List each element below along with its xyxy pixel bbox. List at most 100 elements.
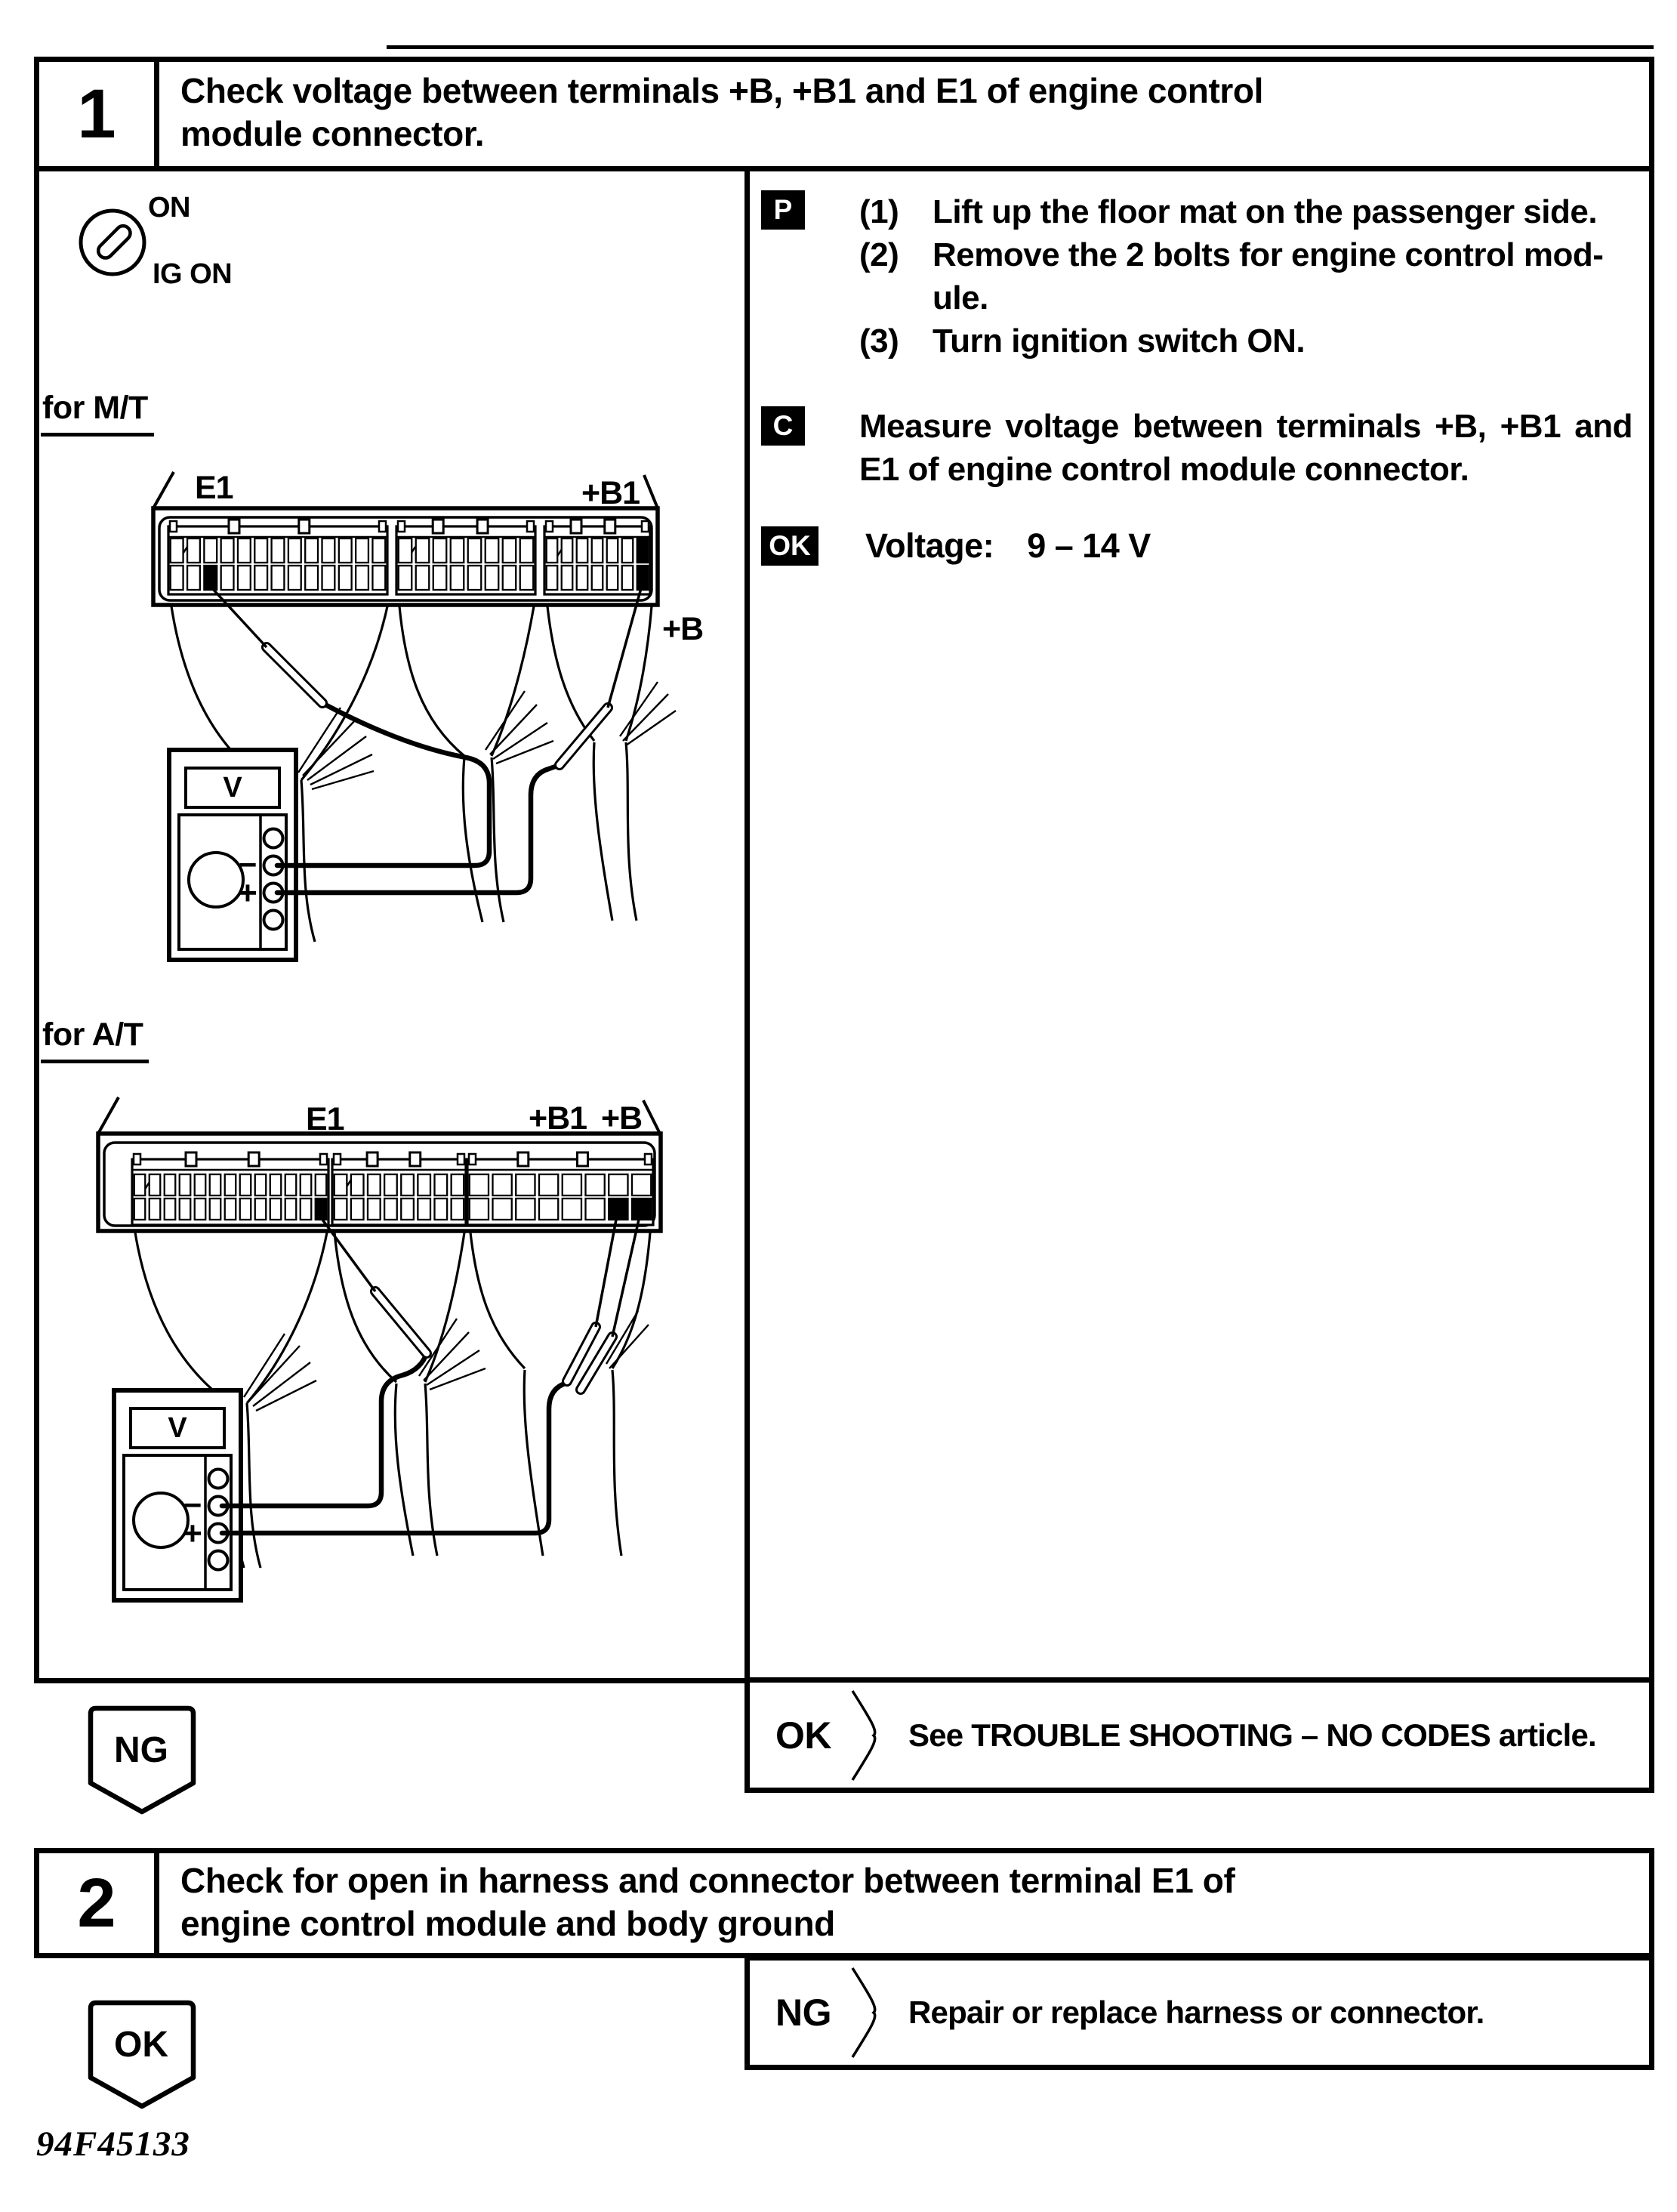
voltmeter-unit-label: V bbox=[168, 1412, 187, 1444]
prepare-badge: P bbox=[761, 190, 805, 230]
terminal-pin bbox=[630, 1173, 652, 1197]
terminal-pin bbox=[575, 564, 589, 591]
terminal-pin bbox=[519, 537, 535, 564]
terminal-pin bbox=[575, 537, 589, 564]
terminal-pin bbox=[223, 1173, 237, 1197]
terminal-pin bbox=[350, 1173, 365, 1197]
terminal-pin bbox=[366, 1173, 381, 1197]
terminal-pin bbox=[492, 1173, 513, 1197]
highlighted-terminal-pin bbox=[203, 564, 218, 591]
terminal-pin bbox=[169, 564, 184, 591]
meter-dial bbox=[187, 851, 245, 909]
highlighted-terminal-pin bbox=[608, 1197, 629, 1221]
voltmeter: V−+ bbox=[112, 1388, 243, 1603]
step-text: Turn ignition switch ON. bbox=[933, 322, 1306, 359]
prepare-step-row: ule. bbox=[859, 276, 1603, 319]
test-lead-wires bbox=[219, 1350, 570, 1536]
terminal-pin bbox=[545, 564, 559, 591]
terminal-pin bbox=[501, 564, 517, 591]
terminal-pin bbox=[560, 537, 574, 564]
step-text: Lift up the floor mat on the passenger s… bbox=[933, 193, 1598, 230]
terminal-pin bbox=[354, 537, 370, 564]
terminal-pin bbox=[415, 537, 430, 564]
terminal-pin bbox=[193, 1197, 207, 1221]
terminal-pin bbox=[284, 1197, 297, 1221]
ecm-connector bbox=[151, 471, 660, 607]
terminal-pin bbox=[561, 1173, 583, 1197]
terminal-pin bbox=[169, 537, 184, 564]
terminal-pin bbox=[163, 1197, 177, 1221]
step2-title-line2: engine control module and body ground bbox=[180, 1904, 835, 1943]
voltmeter-unit-label: V bbox=[223, 772, 242, 804]
terminal-pin bbox=[287, 564, 302, 591]
at-connector-diagram: V−+E1+B1+B bbox=[96, 1097, 663, 1603]
step-num bbox=[859, 276, 933, 319]
terminal-pin bbox=[545, 537, 559, 564]
terminal-pin bbox=[299, 1197, 313, 1221]
terminal-pin bbox=[178, 1197, 192, 1221]
step2-title: Check for open in harness and connector … bbox=[159, 1853, 1649, 1953]
terminal-pin bbox=[193, 1173, 207, 1197]
terminal-pin bbox=[432, 537, 448, 564]
terminal-pin bbox=[433, 1173, 449, 1197]
prepare-step-row: (3) Turn ignition switch ON. bbox=[859, 319, 1603, 362]
terminal-pin bbox=[333, 1173, 348, 1197]
step-num: (2) bbox=[859, 236, 899, 273]
terminal-pin bbox=[584, 1197, 606, 1221]
terminal-pin bbox=[269, 1173, 282, 1197]
terminal-pin bbox=[383, 1197, 398, 1221]
terminal-label-e1: E1 bbox=[195, 470, 233, 506]
ecm-connector bbox=[96, 1097, 663, 1233]
terminal-pin bbox=[467, 564, 482, 591]
terminal-pin bbox=[621, 537, 634, 564]
terminal-label-e1: E1 bbox=[306, 1101, 344, 1137]
terminal-pin bbox=[467, 537, 482, 564]
step1-title-line2: module connector. bbox=[180, 114, 485, 153]
terminal-label-b: +B bbox=[601, 1100, 642, 1137]
terminal-pin bbox=[208, 1173, 222, 1197]
terminal-pin bbox=[338, 564, 353, 591]
terminal-pin bbox=[515, 1197, 536, 1221]
meter-plus-label: + bbox=[238, 875, 257, 912]
terminal-pin bbox=[254, 1197, 267, 1221]
step2-title-box: 2 Check for open in harness and connecto… bbox=[34, 1848, 1654, 1958]
terminal-pin bbox=[590, 537, 604, 564]
highlighted-terminal-pin bbox=[314, 1197, 328, 1221]
at-heading: for A/T bbox=[41, 1017, 150, 1063]
terminal-pin bbox=[354, 564, 370, 591]
ng-arrow: NG bbox=[85, 1705, 199, 1816]
terminal-pin bbox=[304, 537, 319, 564]
test-probe bbox=[562, 1219, 618, 1387]
check-block: C Measure voltage between terminals +B, … bbox=[761, 406, 1633, 491]
step1-column-divider bbox=[744, 171, 750, 1683]
spec-label: Voltage: bbox=[865, 526, 994, 565]
terminal-pin bbox=[148, 1197, 162, 1221]
terminal-pin bbox=[450, 1173, 465, 1197]
terminal-pin bbox=[333, 1197, 348, 1221]
terminal-pin bbox=[519, 564, 535, 591]
terminal-pin bbox=[590, 564, 604, 591]
terminal-pin bbox=[239, 1173, 252, 1197]
terminal-pin bbox=[432, 564, 448, 591]
step2-result-cell: NG Repair or replace harness or connecto… bbox=[744, 1955, 1654, 2070]
result-separator-curve bbox=[851, 1689, 877, 1781]
terminal-pin bbox=[321, 537, 336, 564]
ignition-switch-icon bbox=[79, 208, 146, 276]
ok-arrow: OK bbox=[85, 2000, 199, 2110]
figure-code: 94F45133 bbox=[36, 2124, 190, 2164]
highlighted-terminal-pin bbox=[636, 564, 649, 591]
step2-result-label: NG bbox=[775, 1991, 832, 2034]
prepare-steps: (1) Lift up the floor mat on the passeng… bbox=[859, 190, 1604, 362]
terminal-pin bbox=[270, 564, 285, 591]
terminal-pin bbox=[584, 1173, 606, 1197]
result-separator-curve bbox=[851, 1967, 877, 2058]
terminal-pin bbox=[560, 564, 574, 591]
terminal-pin bbox=[254, 564, 269, 591]
terminal-pin bbox=[400, 1173, 415, 1197]
test-probe bbox=[211, 587, 328, 708]
check-badge: C bbox=[761, 406, 805, 446]
terminal-pin bbox=[417, 1197, 432, 1221]
step1-result-cell: OK See TROUBLE SHOOTING – NO CODES artic… bbox=[744, 1677, 1654, 1793]
ng-arrow-shape bbox=[88, 1705, 196, 1815]
